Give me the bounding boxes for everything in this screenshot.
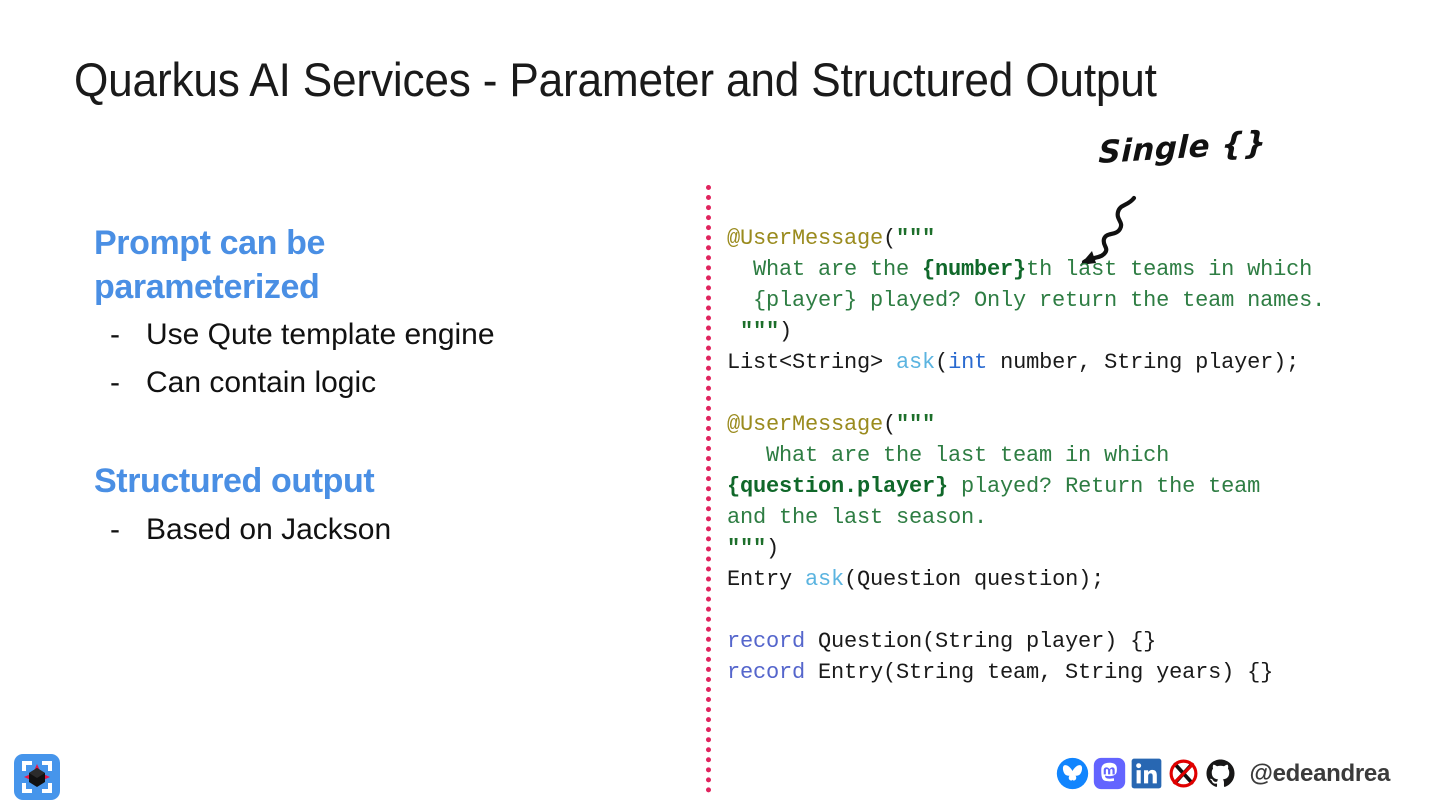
section-structured-output: Structured output - Based on Jackson — [94, 460, 664, 551]
code-token: """ — [727, 319, 780, 344]
bullet-marker: - — [110, 512, 120, 546]
code-line: What are the last team in which — [727, 440, 1440, 471]
code-line: """) — [727, 533, 1440, 564]
code-token: Question(String player) {} — [805, 629, 1157, 654]
code-line: List<String> ask(int number, String play… — [727, 347, 1440, 378]
code-token: record — [727, 629, 806, 654]
list-item: - Use Qute template engine — [94, 313, 664, 357]
code-line: record Question(String player) {} — [727, 626, 1440, 657]
code-token: ask — [896, 350, 936, 375]
bullet-list: - Based on Jackson — [94, 508, 664, 552]
code-token: (Question question); — [844, 567, 1105, 592]
section-heading: Structured output — [94, 462, 375, 501]
section-prompt-parameterized: Prompt can be parameterized - Use Qute t… — [94, 222, 664, 404]
code-panel: @UserMessage(""" What are the {number}th… — [706, 185, 1440, 793]
code-line — [727, 378, 1440, 409]
code-token: and the last season. — [727, 505, 988, 530]
code-line: @UserMessage(""" — [727, 409, 1440, 440]
twitter-x-crossed-out-icon[interactable] — [1167, 757, 1200, 790]
social-handle: @edeandrea — [1249, 759, 1391, 787]
code-line: """) — [727, 316, 1440, 347]
code-token: @UserMessage — [727, 412, 884, 437]
code-token: {player} played? Only return the team na… — [727, 288, 1326, 313]
list-item: - Can contain logic — [94, 361, 664, 405]
code-token: {number} — [922, 257, 1027, 282]
code-token: ) — [766, 536, 780, 561]
code-token: """ — [727, 536, 767, 561]
bullet-marker: - — [110, 318, 120, 352]
section-heading: Prompt can be parameterized — [94, 224, 325, 306]
code-token: record — [727, 660, 806, 685]
social-links-bar: @edeandrea — [1056, 757, 1390, 790]
code-line: @UserMessage(""" — [727, 223, 1440, 254]
list-item: - Based on Jackson — [94, 508, 664, 552]
bullet-label: Use Qute template engine — [146, 318, 495, 352]
page-title: Quarkus AI Services - Parameter and Stru… — [74, 53, 1157, 106]
code-token: ( — [883, 412, 897, 437]
code-token: ( — [935, 350, 949, 375]
section-spacer — [94, 404, 664, 460]
bullet-label: Based on Jackson — [146, 512, 392, 546]
code-line — [727, 595, 1440, 626]
linkedin-icon[interactable] — [1130, 757, 1163, 790]
code-token: List<String> — [727, 350, 897, 375]
code-line: Entry ask(Question question); — [727, 564, 1440, 595]
left-content-column: Prompt can be parameterized - Use Qute t… — [94, 222, 664, 551]
bluesky-icon[interactable] — [1056, 757, 1089, 790]
code-token: """ — [896, 412, 936, 437]
bullet-label: Can contain logic — [146, 365, 377, 399]
code-line: {question.player} played? Return the tea… — [727, 471, 1440, 502]
code-line: What are the {number}th last teams in wh… — [727, 254, 1440, 285]
code-token: ) — [779, 319, 793, 344]
code-token: What are the — [727, 257, 923, 282]
code-token: What are the last team in which — [727, 443, 1170, 468]
code-token: {question.player} — [727, 474, 949, 499]
code-token: int — [948, 350, 988, 375]
code-token: number, String player); — [987, 350, 1300, 375]
handwritten-annotation: Single {} — [1098, 124, 1267, 171]
code-line: record Entry(String team, String years) … — [727, 657, 1440, 688]
code-line: and the last season. — [727, 502, 1440, 533]
code-line: {player} played? Only return the team na… — [727, 285, 1440, 316]
quarkus-logo — [14, 754, 60, 800]
code-token: @UserMessage — [727, 226, 884, 251]
github-icon[interactable] — [1204, 757, 1237, 790]
code-block: @UserMessage(""" What are the {number}th… — [727, 223, 1440, 688]
code-token: """ — [896, 226, 936, 251]
mastodon-icon[interactable] — [1093, 757, 1126, 790]
code-token: ask — [805, 567, 845, 592]
bullet-list: - Use Qute template engine - Can contain… — [94, 313, 664, 404]
code-token: Entry — [727, 567, 806, 592]
code-token: played? Return the team — [948, 474, 1261, 499]
bullet-marker: - — [110, 365, 120, 399]
code-token: th last teams in which — [1026, 257, 1313, 282]
code-token: Entry(String team, String years) {} — [805, 660, 1274, 685]
code-token: ( — [883, 226, 897, 251]
